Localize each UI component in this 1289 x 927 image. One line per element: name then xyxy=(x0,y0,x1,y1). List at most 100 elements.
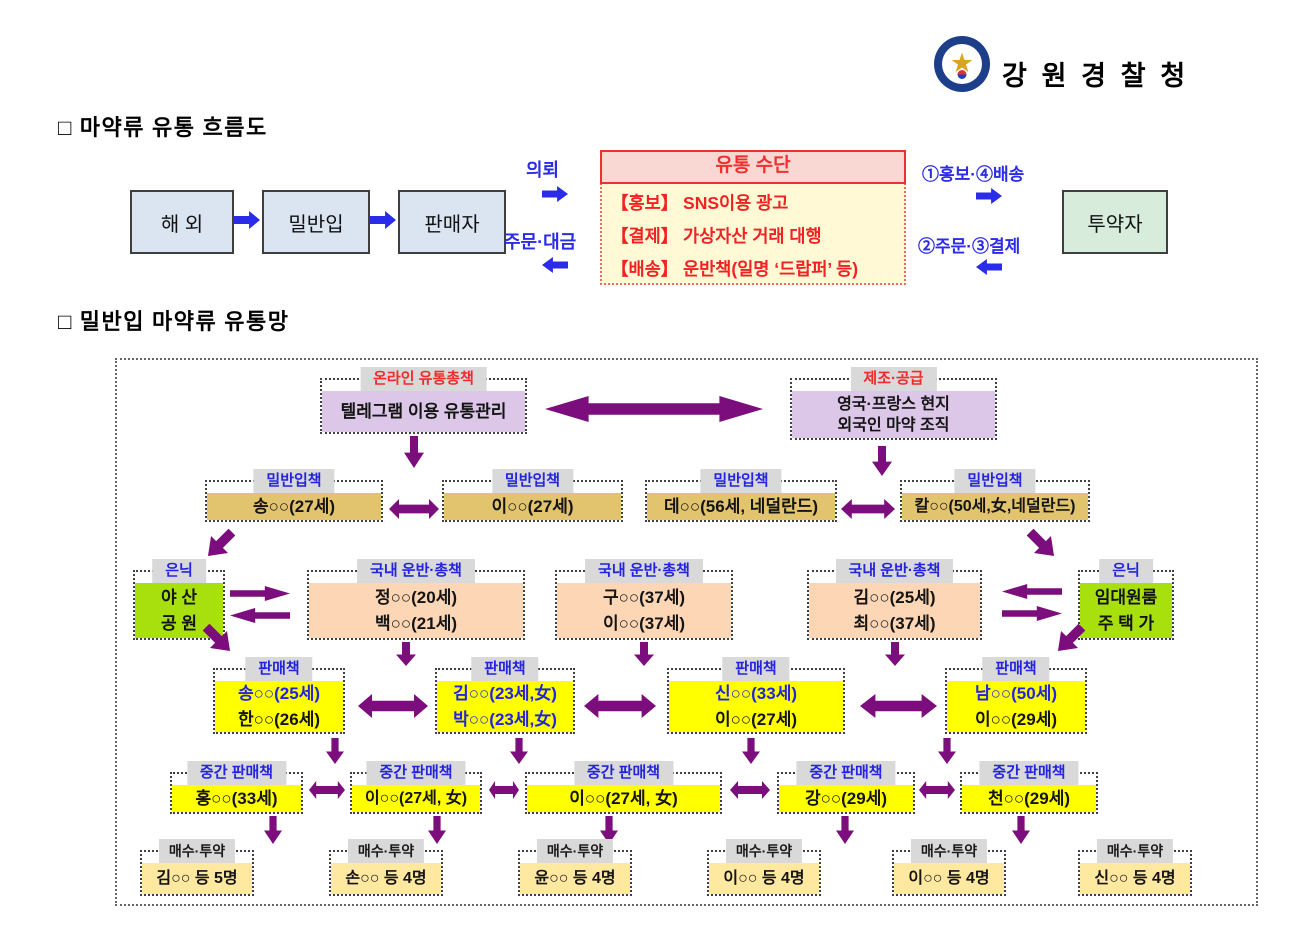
channel-title: 유통 수단 xyxy=(600,150,906,184)
node-line: 정○○(20세) xyxy=(374,587,458,607)
node-line: 홍○○(33세) xyxy=(195,788,278,808)
node-line: 김○○(23세,女) xyxy=(453,683,557,703)
node-label: 매수·투약 xyxy=(910,839,988,863)
node-line: 이○○(29세) xyxy=(974,709,1058,729)
node-line: 야 산 xyxy=(160,587,197,607)
network-container xyxy=(115,358,1258,906)
channel-items: 【홍보】 SNS이용 광고 【결제】 가상자산 거래 대행 【배송】 운반책(일… xyxy=(602,184,904,286)
node-buyer4: 매수·투약 이○○ 등 4명 xyxy=(707,839,821,896)
node-mid5: 중간 판매책 천○○(29세) xyxy=(960,761,1098,814)
node-hideout-right: 은닉 임대원룸 주 택 가 xyxy=(1078,559,1174,640)
node-line: 이○○(27세) xyxy=(714,709,798,729)
node-line: 이○○ 등 4명 xyxy=(723,869,805,887)
node-label: 국내 운반·총책 xyxy=(585,559,703,583)
node-line: 송○○(27세) xyxy=(252,496,336,516)
node-line: 이○○(37세) xyxy=(602,613,686,633)
node-line: 이○○(27세, 女) xyxy=(364,789,468,807)
label-order-settle: ②주문·③결제 xyxy=(918,237,1021,256)
node-line: 천○○(29세) xyxy=(987,788,1071,808)
node-carrier1: 국내 운반·총책 정○○(20세) 백○○(21세) xyxy=(307,559,525,640)
node-online-boss: 온라인 유통총책 텔레그램 이용 유통관리 xyxy=(320,367,527,434)
node-label: 밀반입책 xyxy=(253,469,335,493)
agency-title: 강 원 경 찰 청 xyxy=(1002,61,1190,91)
node-label: 중간 판매책 xyxy=(796,761,896,785)
node-label: 제조·공급 xyxy=(850,367,937,391)
node-label: 중간 판매책 xyxy=(186,761,287,785)
node-label: 판매책 xyxy=(245,657,313,681)
channel-box: 유통 수단 【홍보】 SNS이용 광고 【결제】 가상자산 거래 대행 【배송】… xyxy=(600,150,906,285)
gangwon-police-badge-icon: ★ xyxy=(934,36,990,92)
flow-arrow-right-icon xyxy=(234,211,260,229)
channel-item: 【배송】 운반책(일명 ‘드랍퍼’ 등) xyxy=(611,259,859,279)
node-label: 매수·투약 xyxy=(1096,839,1174,863)
node-label: 판매책 xyxy=(471,657,539,681)
node-line: 칼○○(50세,女,네덜란드) xyxy=(914,497,1076,515)
channel-item: 【홍보】 SNS이용 광고 xyxy=(611,193,789,213)
node-label: 중간 판매책 xyxy=(366,761,466,785)
node-mid2: 중간 판매책 이○○(27세, 女) xyxy=(350,761,482,814)
node-line: 신○○ 등 4명 xyxy=(1094,869,1176,887)
node-label: 매수·투약 xyxy=(158,839,236,863)
node-line: 한○○(26세) xyxy=(237,709,321,729)
node-line: 강○○(29세) xyxy=(804,788,888,808)
request-arrow-right-icon xyxy=(542,186,568,202)
settle-arrow-left-icon xyxy=(976,259,1002,275)
flow-box-smuggling: 밀반입 xyxy=(262,190,370,254)
node-line: 이○○(27세, 女) xyxy=(569,788,678,808)
label-request: 의뢰 xyxy=(526,160,560,180)
node-line: 손○○ 등 4명 xyxy=(345,869,427,887)
node-label: 중간 판매책 xyxy=(979,761,1079,785)
node-line: 임대원룸 xyxy=(1094,587,1158,607)
node-hideout-left: 은닉 야 산 공 원 xyxy=(133,559,225,640)
flow-box-user: 투약자 xyxy=(1062,190,1168,254)
node-line: 윤○○ 등 4명 xyxy=(534,869,616,887)
node-label: 판매책 xyxy=(982,657,1050,681)
node-label: 온라인 유통총책 xyxy=(360,367,487,391)
node-label: 판매책 xyxy=(722,657,790,681)
node-label: 밀반입책 xyxy=(700,469,782,493)
node-smuggler1: 밀반입책 송○○(27세) xyxy=(205,469,383,522)
node-mid3: 중간 판매책 이○○(27세, 女) xyxy=(525,761,722,814)
node-line: 박○○(23세,女) xyxy=(453,709,557,729)
order-arrow-left-icon xyxy=(542,257,568,273)
node-smuggler4: 밀반입책 칼○○(50세,女,네덜란드) xyxy=(900,469,1090,522)
label-promo-delivery: ①홍보·④배송 xyxy=(922,165,1025,184)
node-seller2: 판매책 김○○(23세,女) 박○○(23세,女) xyxy=(435,657,575,734)
node-mid1: 중간 판매책 홍○○(33세) xyxy=(170,761,303,814)
node-manufacture: 제조·공급 영국·프랑스 현지 외국인 마약 조직 xyxy=(790,367,997,440)
badge-inner: ★ xyxy=(942,44,982,84)
node-mid4: 중간 판매책 강○○(29세) xyxy=(777,761,915,814)
node-label: 중간 판매책 xyxy=(573,761,674,785)
node-line: 영국·프랑스 현지 xyxy=(837,395,950,413)
node-line: 남○○(50세) xyxy=(974,683,1058,703)
node-line: 이○○ 등 4명 xyxy=(908,869,990,887)
badge-taegeuk-icon xyxy=(957,70,967,79)
node-smuggler3: 밀반입책 데○○(56세, 네덜란드) xyxy=(645,469,837,522)
node-label: 매수·투약 xyxy=(725,839,803,863)
node-line: 외국인 마약 조직 xyxy=(837,416,950,434)
node-seller3: 판매책 신○○(33세) 이○○(27세) xyxy=(667,657,845,734)
node-carrier3: 국내 운반·총책 김○○(25세) 최○○(37세) xyxy=(807,559,982,640)
node-line: 이○○(27세) xyxy=(491,496,574,516)
node-buyer6: 매수·투약 신○○ 등 4명 xyxy=(1078,839,1192,896)
node-buyer3: 매수·투약 윤○○ 등 4명 xyxy=(518,839,632,896)
node-line: 공 원 xyxy=(160,613,197,633)
node-seller1: 판매책 송○○(25세) 한○○(26세) xyxy=(213,657,345,734)
node-label: 밀반입책 xyxy=(954,469,1036,493)
node-seller4: 판매책 남○○(50세) 이○○(29세) xyxy=(945,657,1087,734)
flow-box-seller: 판매자 xyxy=(398,190,506,254)
node-label: 은닉 xyxy=(152,559,206,583)
node-label: 국내 운반·총책 xyxy=(835,559,954,583)
node-label: 국내 운반·총책 xyxy=(357,559,475,583)
promo-arrow-right-icon xyxy=(976,188,1002,204)
node-line: 백○○(21세) xyxy=(374,613,458,633)
node-label: 매수·투약 xyxy=(536,839,614,863)
section1-title: □ 마약류 유통 흐름도 xyxy=(58,115,268,140)
node-line: 데○○(56세, 네덜란드) xyxy=(663,496,819,516)
node-buyer2: 매수·투약 손○○ 등 4명 xyxy=(329,839,443,896)
node-buyer1: 매수·투약 김○○ 등 5명 xyxy=(140,839,254,896)
flow-box-overseas: 해 외 xyxy=(130,190,234,254)
label-order-payment: 주문·대금 xyxy=(504,232,577,252)
node-line: 텔레그램 이용 유통관리 xyxy=(340,401,507,421)
